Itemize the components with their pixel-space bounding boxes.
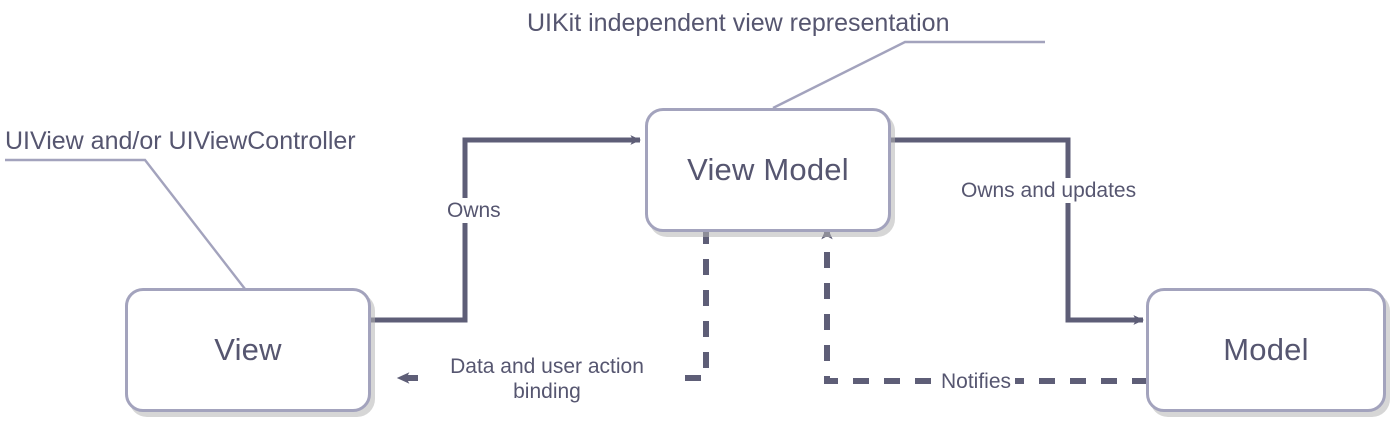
edge-label-owns-and-updates: Owns and updates xyxy=(957,178,1141,203)
edge-label-notifies: Notifies xyxy=(937,369,1016,394)
annotation-uikit: UIKit independent view representation xyxy=(527,9,950,37)
edge-label-binding: Data and user action binding xyxy=(418,354,676,404)
node-view[interactable]: View xyxy=(125,288,371,412)
leader-line-uiview xyxy=(5,158,246,290)
edge-label-binding-line2: binding xyxy=(513,380,581,403)
annotation-uiview: UIView and/or UIViewController xyxy=(5,127,356,155)
edge-notifies xyxy=(821,226,1148,384)
node-view-model-label: View Model xyxy=(687,152,849,187)
leader-line-uikit xyxy=(772,40,1045,110)
node-view-label: View xyxy=(214,332,282,367)
node-model[interactable]: Model xyxy=(1146,288,1386,412)
edge-owns-and-updates xyxy=(890,137,1144,325)
node-view-model[interactable]: View Model xyxy=(645,108,891,232)
node-model-label: Model xyxy=(1223,332,1309,367)
edge-owns xyxy=(368,135,641,323)
edge-label-owns: Owns xyxy=(443,198,505,223)
edge-label-binding-line1: Data and user action xyxy=(450,355,644,378)
